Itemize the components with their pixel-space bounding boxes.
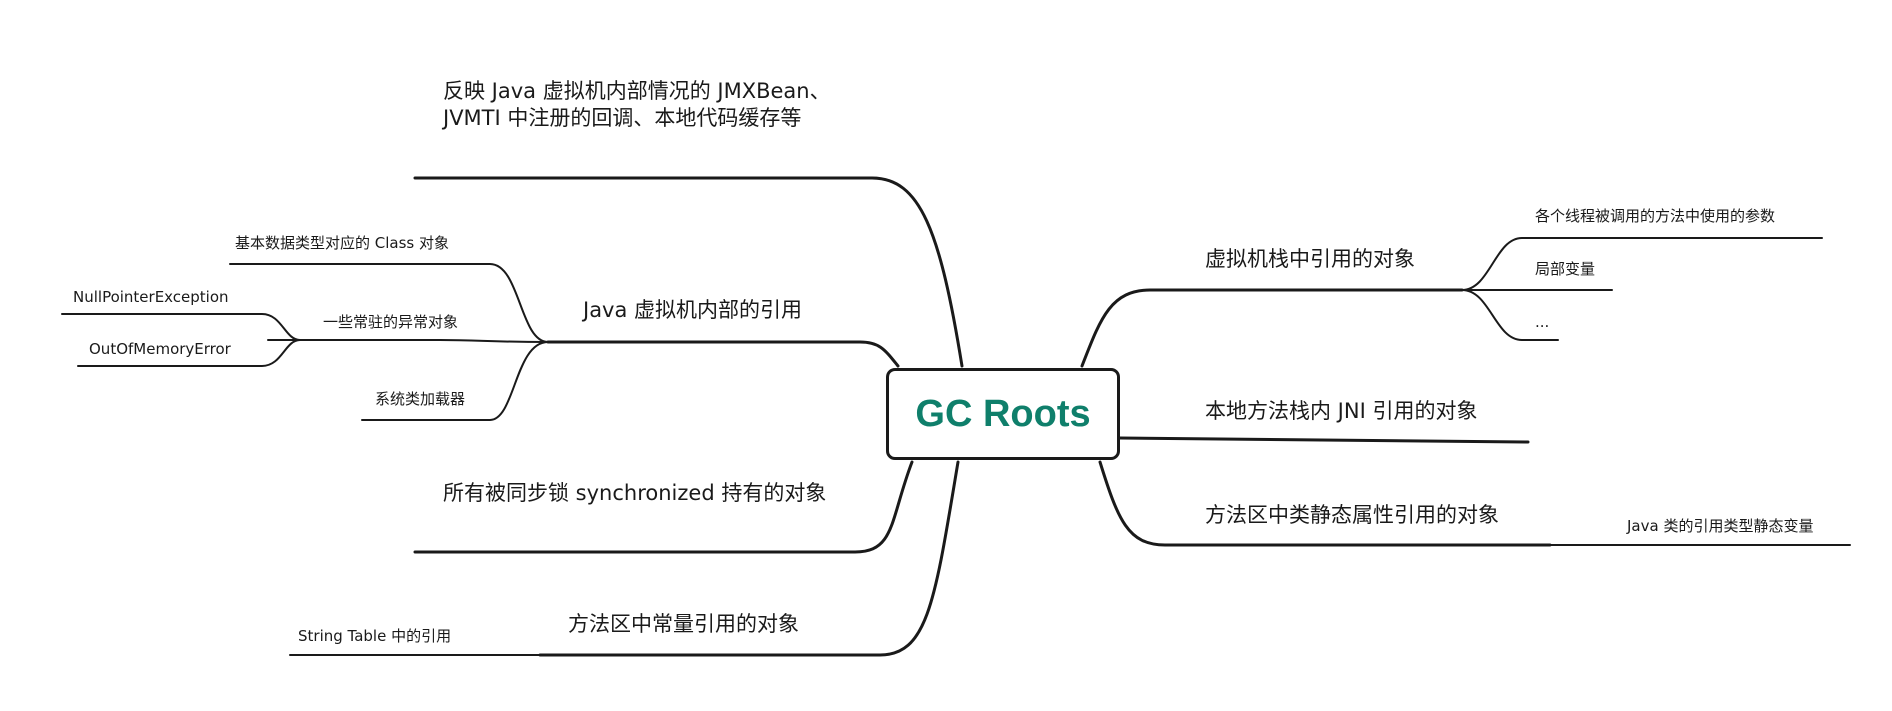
node-synchronized: 所有被同步锁 synchronized 持有的对象 <box>443 481 827 505</box>
root-label: GC Roots <box>915 392 1091 435</box>
link-oom <box>77 339 301 367</box>
node-static-props: 方法区中类静态属性引用的对象 <box>1205 503 1499 527</box>
node-vm-stack: 虚拟机栈中引用的对象 <box>1205 247 1415 271</box>
link-resident-exceptions <box>267 339 549 343</box>
node-ellipsis: ... <box>1535 313 1550 331</box>
node-static-vars: Java 类的引用类型静态变量 <box>1627 517 1814 535</box>
link-root-vm-stack <box>1080 288 1464 368</box>
node-jvm-internal-info: 反映 Java 虚拟机内部情况的 JMXBean、JVMTI 中注册的回调、本地… <box>443 79 831 131</box>
node-class-objects: 基本数据类型对应的 Class 对象 <box>235 234 450 252</box>
link-root-static-props <box>1098 460 1552 547</box>
node-string-table: String Table 中的引用 <box>298 627 452 645</box>
link-root-method-area-const <box>538 460 960 657</box>
root-node-gc-roots: GC Roots <box>886 368 1120 460</box>
node-jvm-internal-ref: Java 虚拟机内部的引用 <box>583 298 803 322</box>
node-resident-exceptions: 一些常驻的异常对象 <box>323 313 459 331</box>
link-root-jvm-internal-info <box>413 176 964 368</box>
link-thread-params <box>1461 237 1823 291</box>
node-native-stack: 本地方法栈内 JNI 引用的对象 <box>1205 399 1478 423</box>
node-thread-params: 各个线程被调用的方法中使用的参数 <box>1535 207 1776 225</box>
link-class-objects <box>229 263 549 343</box>
node-local-vars: 局部变量 <box>1535 260 1596 278</box>
link-root-synchronized <box>413 460 914 554</box>
node-method-area-const: 方法区中常量引用的对象 <box>568 612 799 636</box>
link-root-native-stack <box>1118 436 1530 444</box>
node-oom: OutOfMemoryError <box>89 340 231 358</box>
link-npe <box>61 313 301 341</box>
node-system-classloader: 系统类加载器 <box>375 390 466 408</box>
node-npe: NullPointerException <box>73 288 229 306</box>
link-ellipsis <box>1461 289 1559 341</box>
link-system-classloader <box>361 341 549 421</box>
link-root-jvm-internal-ref <box>546 340 900 368</box>
